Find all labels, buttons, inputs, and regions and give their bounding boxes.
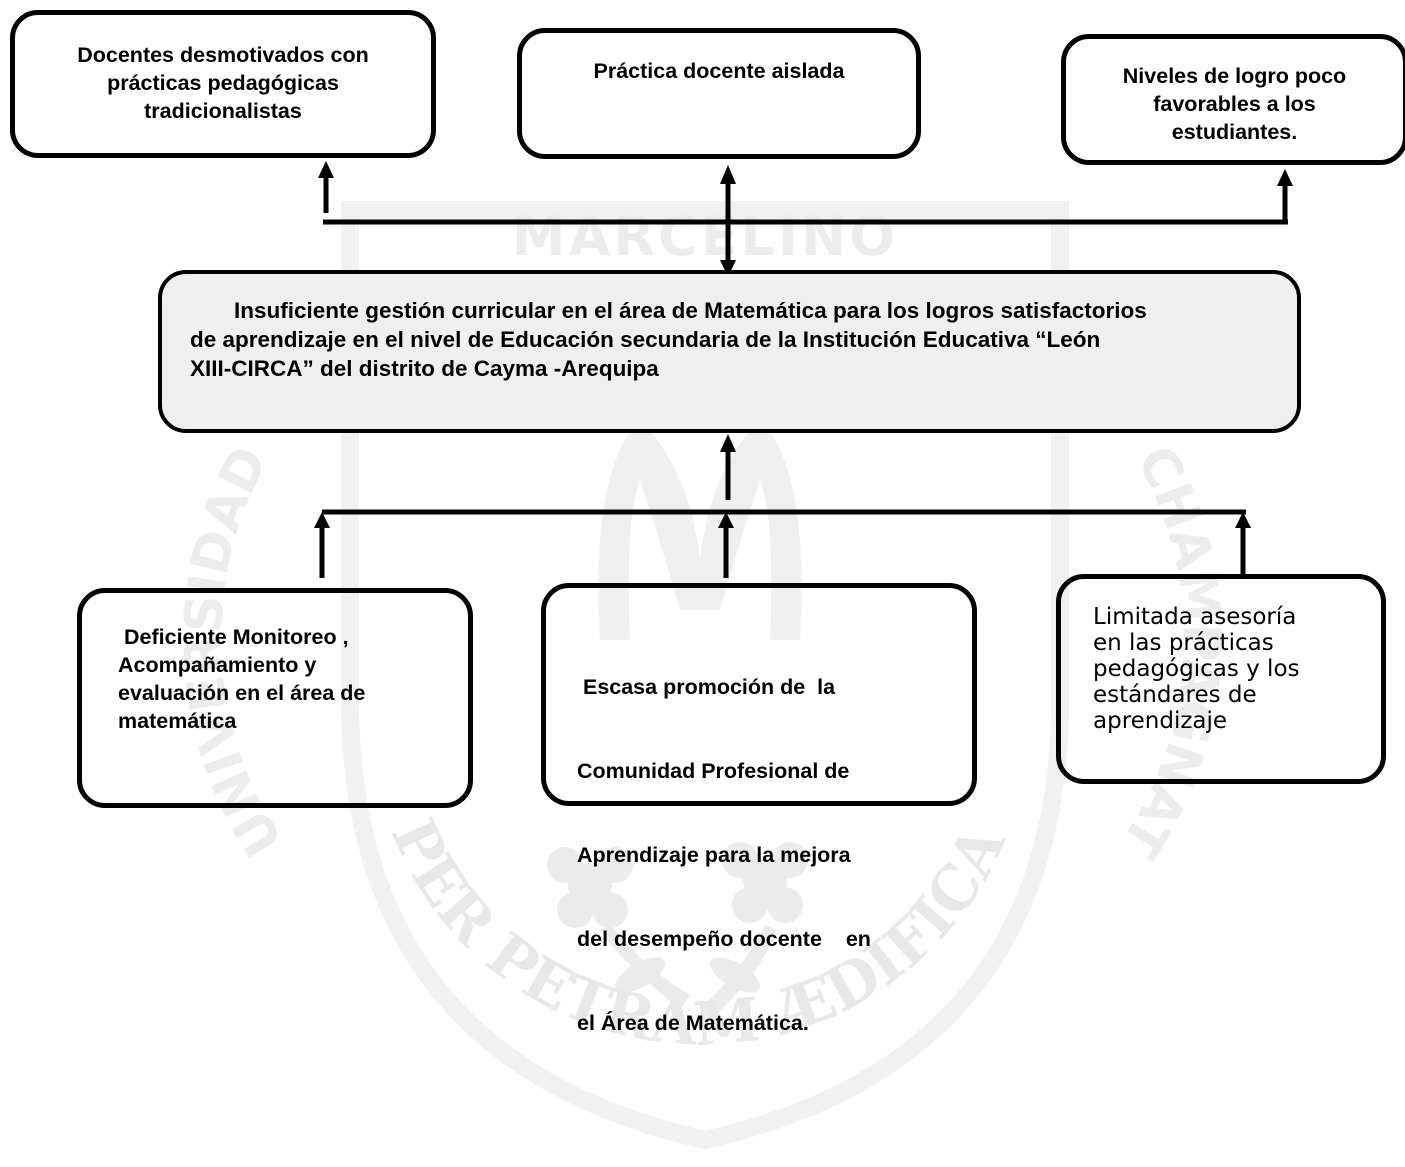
effect-box-2: Práctica docente aislada [517,28,921,159]
effect-box-3: Niveles de logro poco favorables a los e… [1061,34,1405,165]
arrowhead-cause-2 [718,512,734,528]
cause-2-line-3: Aprendizaje para la mejora [577,843,851,867]
effect-3-line-3: estudiantes. [1171,120,1298,144]
cause-2-line-4: del desempeño docente en [577,927,871,951]
arrowhead-effect-3 [1277,169,1293,186]
effect-3-line-2: favorables a los [1153,92,1316,116]
cause-1-line-2: Acompañamiento y [118,653,317,677]
cause-1-line-1: Deficiente Monitoreo , [124,625,349,649]
effect-text-3: Niveles de logro poco favorables a los e… [1066,62,1403,146]
effect-text-1: Docentes desmotivados con prácticas peda… [15,41,431,125]
cause-1-line-3: evaluación en el área de [118,681,366,705]
effect-1-line-3: tradicionalistas [144,99,302,123]
cause-3-line-4: estándares de [1093,682,1257,708]
cause-text-1: Deficiente Monitoreo , Acompañamiento y … [118,623,454,735]
cause-2-line-1: Escasa promoción de la [577,675,836,699]
effect-box-1: Docentes desmotivados con prácticas peda… [10,10,436,158]
cause-box-2: Escasa promoción de la Comunidad Profesi… [541,583,977,1035]
cause-text-2: Escasa promoción de la Comunidad Profesi… [577,617,962,1093]
effect-2-line-1: Práctica docente aislada [593,59,845,83]
cause-3-line-5: aprendizaje [1093,708,1228,734]
arrowhead-problem-bottom [720,434,736,452]
arrowhead-effect-2 [720,165,736,184]
arrowhead-cause-1 [314,512,330,528]
cause-1-line-4: matemática [118,709,237,733]
arrowhead-problem-top [720,260,736,277]
arrowhead-effect-1 [318,161,334,178]
arrowhead-cause-3 [1235,512,1251,528]
cause-2-line-2: Comunidad Profesional de [577,759,850,783]
cause-text-3: Limitada asesoría en las prácticas pedag… [1093,604,1371,734]
cause-2-line-5: el Área de Matemática. [577,1011,809,1035]
cause-3-line-1: Limitada asesoría [1093,604,1297,630]
central-problem-box: Insuficiente gestión curricular en el ár… [158,270,1301,433]
effect-text-2: Práctica docente aislada [522,57,916,85]
cause-box-3: Limitada asesoría en las prácticas pedag… [1056,574,1386,784]
problem-line-3: XIII-CIRCA” del distrito de Cayma -Arequ… [190,356,659,381]
effect-1-line-2: prácticas pedagógicas [107,71,339,95]
effect-3-line-1: Niveles de logro poco [1122,64,1347,88]
cause-3-line-2: en las prácticas [1093,630,1274,656]
central-problem-text: Insuficiente gestión curricular en el ár… [190,296,1277,383]
cause-3-line-3: pedagógicas y los [1093,656,1300,682]
effect-1-line-1: Docentes desmotivados con [77,43,369,67]
problem-line-1: Insuficiente gestión curricular en el ár… [234,298,1147,323]
problem-line-2: de aprendizaje en el nivel de Educación … [190,327,1101,352]
cause-box-1: Deficiente Monitoreo , Acompañamiento y … [77,588,473,808]
